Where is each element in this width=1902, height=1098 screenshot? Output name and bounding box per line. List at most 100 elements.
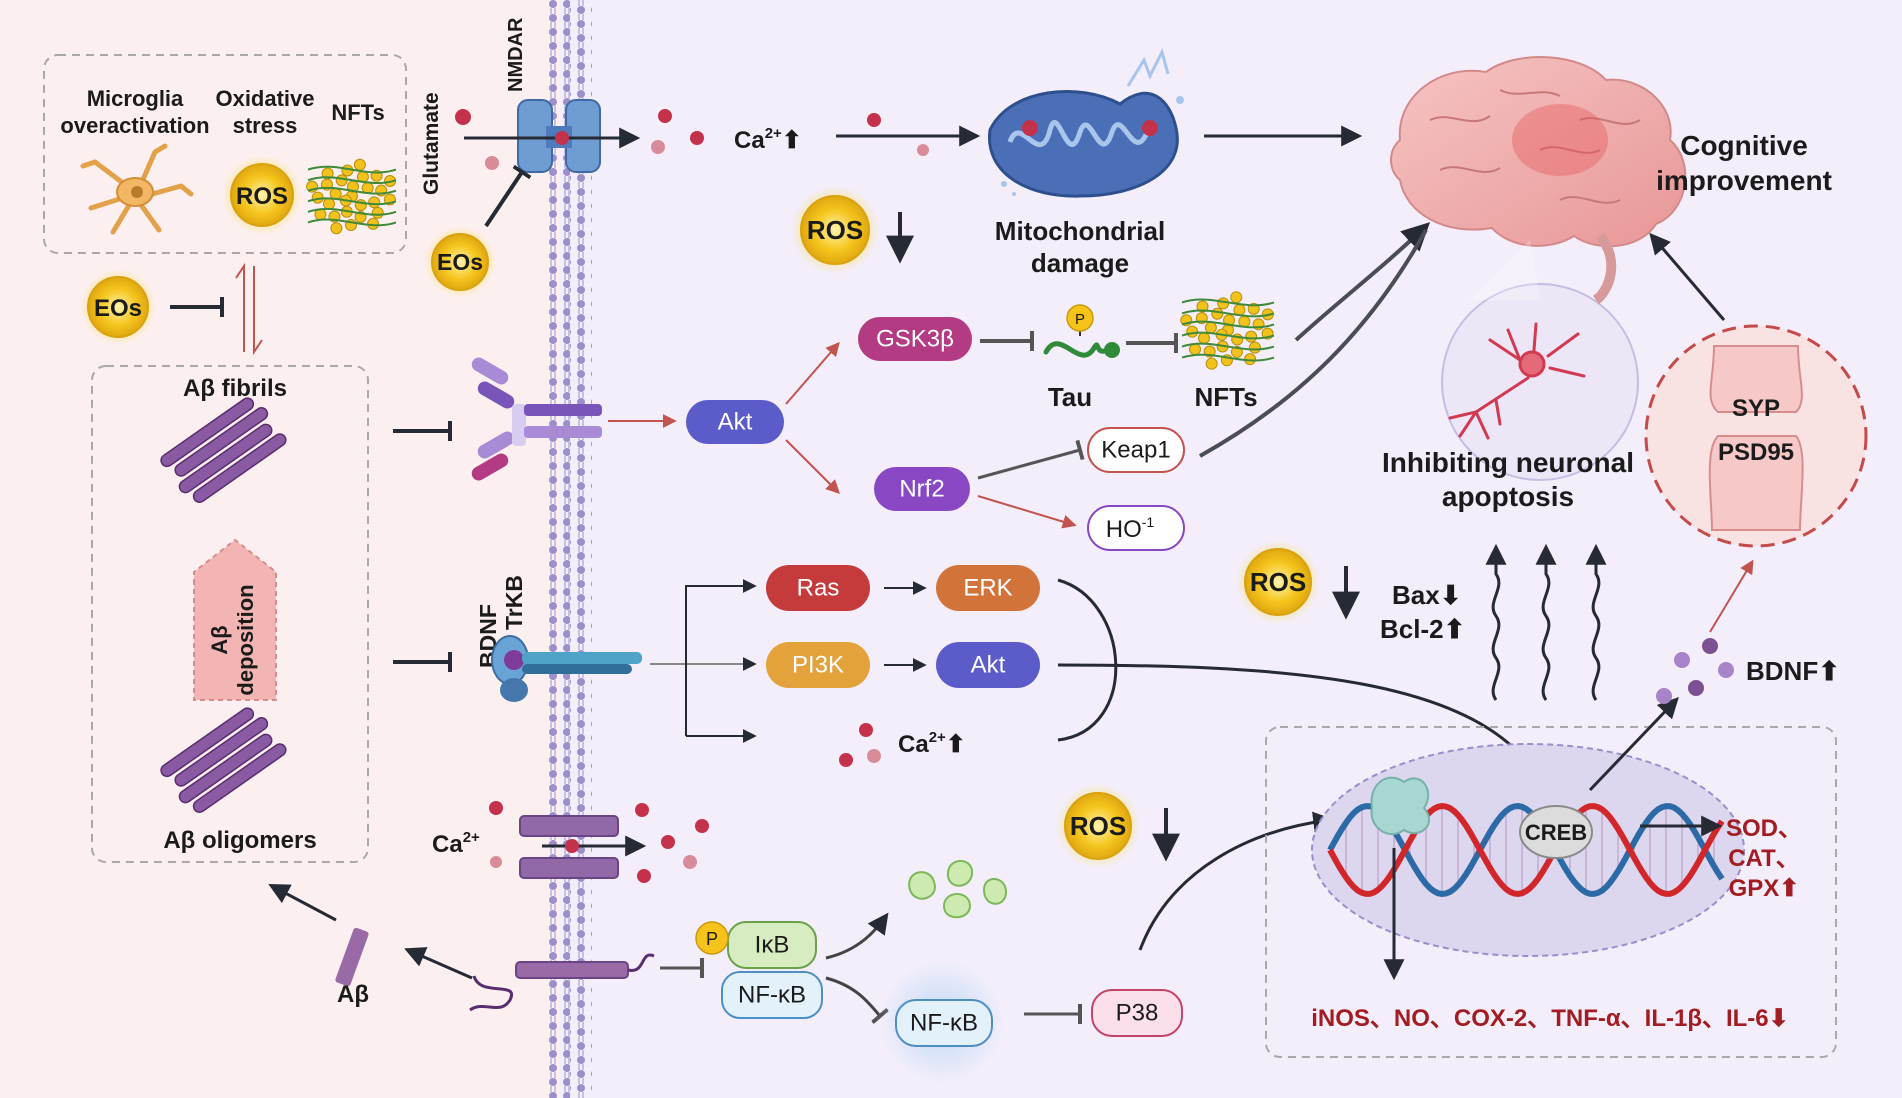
synapse-icon bbox=[1708, 345, 1804, 531]
nfkb-active-node[interactable]: NF-κB bbox=[895, 999, 993, 1047]
ros-icon: ROS bbox=[222, 155, 302, 235]
nft-to-brain-curve bbox=[1294, 222, 1431, 342]
keap1-to-brain-curve bbox=[1199, 229, 1428, 458]
calcium-particles-left bbox=[489, 801, 503, 868]
calcium-label-oligo: Ca2+ bbox=[432, 829, 480, 858]
pi3k-node[interactable]: PI3K bbox=[766, 642, 870, 688]
ab-fibrils-label: Aβ fibrils bbox=[183, 375, 287, 402]
ras-node[interactable]: Ras bbox=[766, 565, 870, 611]
inflammation-markers-label: iNOS、NO、COX-2、TNF-α、IL-1β、IL-6⬇ bbox=[1311, 1005, 1789, 1032]
transcription-factor-icon bbox=[1370, 776, 1430, 836]
gpx-label: GPX⬆ bbox=[1729, 875, 1800, 902]
akt2-label: Akt bbox=[971, 652, 1006, 679]
p38-node[interactable]: P38 bbox=[1091, 989, 1183, 1037]
ab-deposition-label-2: deposition bbox=[233, 584, 258, 695]
nrf2-keap1-inhibit bbox=[977, 439, 1085, 480]
ab-deposition-arrow: Aβ deposition bbox=[193, 538, 277, 701]
app-cleavage-arrow bbox=[404, 947, 473, 980]
anti-apoptosis-wavy-arrows bbox=[1485, 543, 1607, 701]
nft-cluster-icon-mid bbox=[1180, 291, 1275, 370]
ros-icon-low: ROS bbox=[1056, 784, 1140, 868]
receptor-icon-akt bbox=[471, 357, 602, 481]
creb-to-bdnf-arrow bbox=[1588, 696, 1679, 792]
p38-label: P38 bbox=[1116, 1000, 1159, 1027]
calcium-particles-top bbox=[651, 109, 704, 154]
convergence-bracket bbox=[1057, 578, 1118, 742]
calcium-particles-mid bbox=[839, 723, 881, 767]
cat-label: CAT、 bbox=[1728, 845, 1800, 872]
sod-label: SOD、 bbox=[1726, 815, 1802, 842]
ikb-phospho-label: P bbox=[706, 929, 718, 949]
ad-factors-box bbox=[43, 54, 407, 254]
akt-label: Akt bbox=[718, 409, 753, 436]
trkb-to-ras-arrow bbox=[685, 579, 757, 736]
oligomer-pore-icon bbox=[519, 815, 619, 879]
nucleus bbox=[1311, 743, 1745, 957]
akt2-node[interactable]: Akt bbox=[936, 642, 1040, 688]
ca-particle bbox=[555, 131, 569, 145]
brain-icon bbox=[1390, 56, 1687, 305]
inhibit-apoptosis-label-1: Inhibiting neuronal bbox=[1382, 447, 1634, 478]
ab-oligomers-icon bbox=[160, 707, 287, 813]
microglia-icon bbox=[80, 143, 194, 235]
trkb-receptor-icon bbox=[491, 635, 642, 702]
ho1-node[interactable]: HO-1 bbox=[1087, 505, 1185, 551]
eos-label-nmdar: EOs bbox=[437, 249, 483, 275]
ca-particle-mid-2 bbox=[917, 144, 929, 156]
nfkb-complex-node[interactable]: NF-κB bbox=[721, 971, 823, 1019]
oligo-channel-ca bbox=[565, 839, 579, 853]
glutamate-particle-2 bbox=[485, 156, 499, 170]
amyloid-box bbox=[91, 365, 369, 863]
ros-label-top-mid: ROS bbox=[807, 215, 863, 245]
keap1-node[interactable]: Keap1 bbox=[1087, 427, 1185, 473]
nfkb-complex-label: NF-κB bbox=[738, 982, 806, 1009]
ho1-label: HO-1 bbox=[1106, 514, 1155, 543]
nrf2-node[interactable]: Nrf2 bbox=[874, 467, 970, 511]
oxidative-label-2: stress bbox=[233, 113, 298, 138]
gsk3b-node[interactable]: GSK3β bbox=[858, 317, 972, 361]
ras-label: Ras bbox=[797, 575, 840, 602]
nrf2-label: Nrf2 bbox=[899, 476, 944, 503]
p38-to-dna-arrow bbox=[1138, 811, 1335, 951]
tau-label: Tau bbox=[1048, 382, 1092, 412]
calcium-label-mid: Ca2+⬆ bbox=[898, 729, 966, 758]
creb-node[interactable]: CREB bbox=[1519, 805, 1593, 859]
eos-label-left: EOs bbox=[94, 295, 142, 322]
nfts-label-top: NFTs bbox=[331, 100, 384, 125]
ikb-label: IκB bbox=[755, 932, 790, 959]
ikb-node[interactable]: IκB bbox=[727, 921, 817, 969]
bdnf-particles bbox=[1656, 638, 1734, 704]
app-protein-icon bbox=[469, 953, 655, 1012]
ab-fibrils-icon bbox=[160, 397, 287, 503]
ros-label-top: ROS bbox=[236, 183, 288, 210]
nfkb-translocation-line bbox=[825, 976, 889, 1025]
gsk3b-label: GSK3β bbox=[876, 326, 954, 353]
microglia-label-1: Microglia bbox=[87, 86, 184, 111]
psd95-label: PSD95 bbox=[1718, 439, 1794, 466]
tau-protein-icon: P bbox=[1043, 304, 1120, 358]
ros-label-low: ROS bbox=[1070, 811, 1126, 841]
erk-node[interactable]: ERK bbox=[936, 565, 1040, 611]
nmdar-label: NMDAR bbox=[505, 17, 527, 92]
nfkb-active-label: NF-κB bbox=[910, 1010, 978, 1037]
eos-icon-left: EOs bbox=[80, 269, 156, 345]
ab-oligomers-label: Aβ oligomers bbox=[163, 827, 316, 854]
phospho-badge: P bbox=[695, 921, 729, 955]
nft-cluster-icon bbox=[306, 158, 397, 235]
synapse-to-cognition-arrow bbox=[1649, 232, 1726, 321]
glutamate-particle bbox=[455, 109, 471, 125]
ab-deposition-label-1: Aβ bbox=[207, 625, 232, 654]
ikb-degraded-icon bbox=[908, 860, 1008, 919]
pi3k-label: PI3K bbox=[792, 652, 844, 679]
akt-node[interactable]: Akt bbox=[686, 400, 784, 444]
mito-label-2: damage bbox=[1031, 248, 1129, 278]
neuron-bubble bbox=[1441, 283, 1639, 481]
nrf2-ho1-arrow bbox=[977, 495, 1077, 529]
inhibit-apoptosis-label-2: apoptosis bbox=[1442, 481, 1574, 512]
ikb-degradation-arrow bbox=[825, 912, 889, 960]
akt-to-nrf2-arrow bbox=[785, 439, 840, 494]
tau-phospho-label: P bbox=[1075, 311, 1085, 328]
nmdar-channel-icon bbox=[517, 99, 601, 173]
mitochondria-icon bbox=[988, 47, 1184, 198]
